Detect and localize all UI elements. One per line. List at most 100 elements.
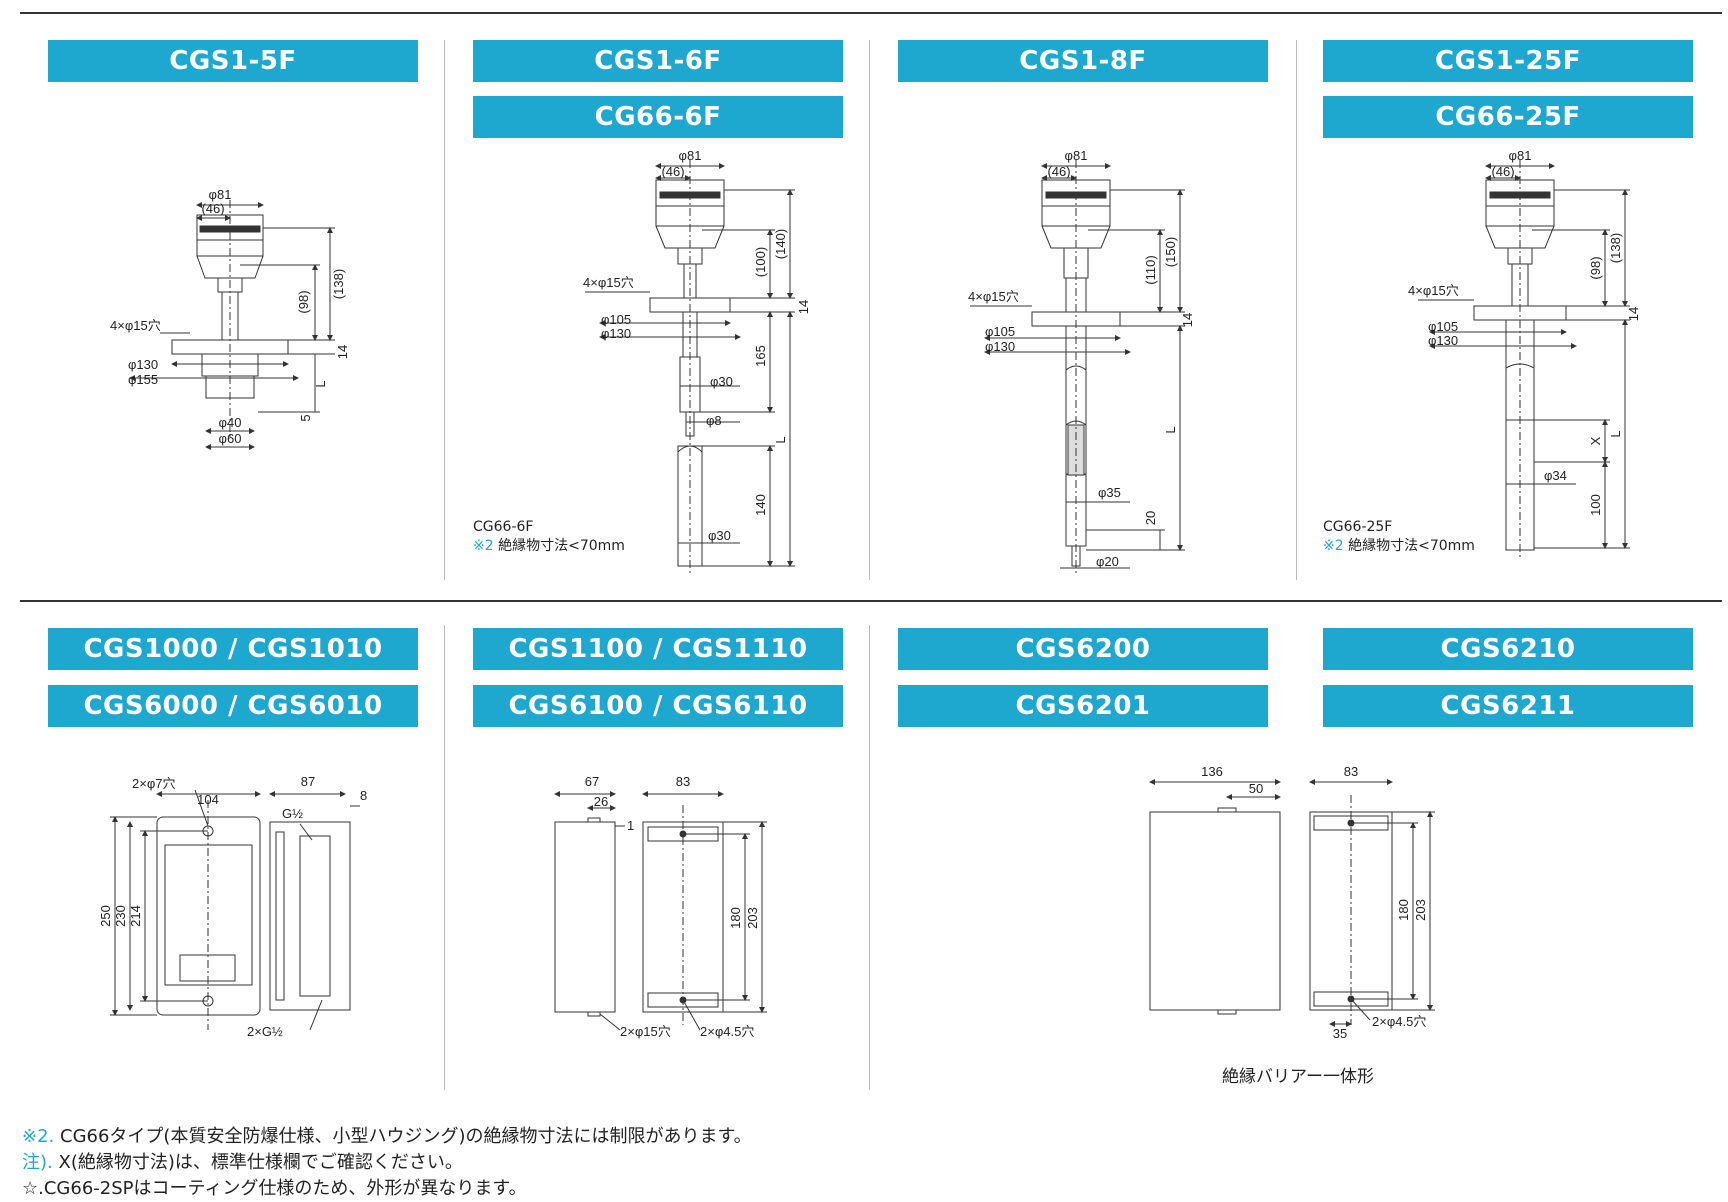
model-header-cgs6201: CGS6201 xyxy=(898,685,1268,727)
svg-text:φ105: φ105 xyxy=(985,324,1015,339)
model-header-cgs6000: CGS6000 / CGS6010 xyxy=(48,685,418,727)
svg-text:104: 104 xyxy=(197,792,219,807)
svg-text:φ130: φ130 xyxy=(1428,333,1458,348)
note-mark: ※2 xyxy=(1323,538,1344,554)
svg-text:140: 140 xyxy=(753,494,768,516)
column-divider xyxy=(444,625,445,1090)
drawing-cgs1100 xyxy=(554,791,767,1031)
dimension-labels-3: φ81 (46) (110) (150) 4×φ15穴 φ105 φ130 14… xyxy=(968,148,1195,569)
svg-text:87: 87 xyxy=(301,774,315,789)
svg-text:(110): (110) xyxy=(1143,255,1158,284)
svg-text:φ40: φ40 xyxy=(219,415,242,430)
svg-text:φ34: φ34 xyxy=(1544,468,1567,483)
svg-text:8: 8 xyxy=(360,788,367,803)
footnote-1: ※2. CG66タイプ(本質安全防爆仕様、小型ハウジング)の絶縁物寸法には制限が… xyxy=(22,1122,752,1148)
footnote-text: CG66-2SPはコーティング仕様のため、外形が異なります。 xyxy=(43,1178,527,1199)
svg-text:(100): (100) xyxy=(753,247,768,277)
drawing-cgs1-5f xyxy=(129,200,335,450)
svg-text:2×φ15穴: 2×φ15穴 xyxy=(620,1024,671,1039)
dimension-labels-b2: 67 26 1 83 180 203 2×φ15穴 2×φ4.5穴 xyxy=(585,774,760,1039)
dimension-labels-2: φ81 (46) (100) (140) 4×φ15穴 φ105 φ130 14… xyxy=(583,148,811,543)
footnote-mark: 注). xyxy=(22,1152,53,1173)
dimension-labels-4: φ81 (46) (98) (138) 4×φ15穴 φ105 φ130 14 … xyxy=(1408,148,1641,516)
svg-text:φ130: φ130 xyxy=(128,357,158,372)
model-header-cgs1-25f: CGS1-25F xyxy=(1323,40,1693,82)
model-header-cgs6211: CGS6211 xyxy=(1323,685,1693,727)
svg-text:14: 14 xyxy=(335,345,350,359)
svg-text:83: 83 xyxy=(676,774,690,789)
svg-text:180: 180 xyxy=(1396,899,1411,921)
svg-text:4×φ15穴: 4×φ15穴 xyxy=(583,275,634,290)
svg-text:(98): (98) xyxy=(296,290,311,313)
svg-text:2×G½: 2×G½ xyxy=(247,1024,283,1039)
svg-text:203: 203 xyxy=(745,907,760,929)
footnote-2: 注). X(絶縁物寸法)は、標準仕様欄でご確認ください。 xyxy=(22,1148,463,1174)
svg-text:φ105: φ105 xyxy=(1428,319,1458,334)
svg-text:14: 14 xyxy=(1180,313,1195,327)
svg-text:180: 180 xyxy=(728,907,743,929)
svg-text:(98): (98) xyxy=(1588,256,1603,279)
caption-model: CG66-25F xyxy=(1323,519,1393,535)
svg-text:φ130: φ130 xyxy=(601,326,631,341)
svg-text:(138): (138) xyxy=(1608,233,1623,263)
footnote-text: CG66タイプ(本質安全防爆仕様、小型ハウジング)の絶縁物寸法には制限があります… xyxy=(60,1126,752,1147)
caption-cg66-25f: CG66-25F ※2 絶縁物寸法<70mm xyxy=(1323,518,1475,556)
svg-text:(46): (46) xyxy=(201,201,224,216)
caption-model: CG66-6F xyxy=(473,519,534,535)
svg-text:50: 50 xyxy=(1249,781,1263,796)
svg-text:250: 250 xyxy=(98,905,113,927)
svg-text:φ30: φ30 xyxy=(708,528,731,543)
footnote-mark: ☆. xyxy=(22,1178,44,1199)
model-header-cgs1000: CGS1000 / CGS1010 xyxy=(48,628,418,670)
svg-text:X: X xyxy=(1588,436,1603,445)
drawing-cgs1-8f xyxy=(970,160,1185,575)
svg-text:4×φ15穴: 4×φ15穴 xyxy=(968,289,1019,304)
svg-text:230: 230 xyxy=(113,905,128,927)
svg-text:4×φ15穴: 4×φ15穴 xyxy=(1408,283,1459,298)
footnote-text: X(絶縁物寸法)は、標準仕様欄でご確認ください。 xyxy=(58,1152,463,1173)
svg-text:165: 165 xyxy=(753,345,768,367)
model-header-cg66-6f: CG66-6F xyxy=(473,96,843,138)
svg-text:136: 136 xyxy=(1201,764,1223,779)
note-mark: ※2 xyxy=(473,538,494,554)
model-header-cgs1-6f: CGS1-6F xyxy=(473,40,843,82)
svg-text:(150): (150) xyxy=(1163,237,1178,267)
column-divider xyxy=(444,40,445,580)
model-header-cgs1-5f: CGS1-5F xyxy=(48,40,418,82)
svg-text:L: L xyxy=(1608,430,1623,437)
svg-text:φ20: φ20 xyxy=(1096,554,1119,569)
svg-text:5: 5 xyxy=(298,414,313,421)
svg-text:26: 26 xyxy=(594,794,608,809)
model-header-cgs6100: CGS6100 / CGS6110 xyxy=(473,685,843,727)
svg-text:L: L xyxy=(313,380,328,387)
drawing-cgs1-25f xyxy=(1418,160,1630,560)
svg-text:(46): (46) xyxy=(661,164,684,179)
svg-text:φ81: φ81 xyxy=(209,187,232,202)
drawing-cgs1000 xyxy=(110,789,360,1031)
svg-text:G½: G½ xyxy=(282,806,303,821)
svg-text:2×φ4.5穴: 2×φ4.5穴 xyxy=(1372,1014,1426,1029)
svg-text:φ105: φ105 xyxy=(601,312,631,327)
top-rule xyxy=(20,12,1722,14)
svg-text:φ8: φ8 xyxy=(706,413,722,428)
dimension-labels-1: φ81 (46) (138) (98) 4×φ15穴 φ130 φ155 14 … xyxy=(110,187,350,446)
svg-text:4×φ15穴: 4×φ15穴 xyxy=(110,318,161,333)
svg-text:2×φ4.5穴: 2×φ4.5穴 xyxy=(700,1024,754,1039)
model-header-cgs1100: CGS1100 / CGS1110 xyxy=(473,628,843,670)
svg-text:φ60: φ60 xyxy=(219,431,242,446)
model-header-cgs1-8f: CGS1-8F xyxy=(898,40,1268,82)
column-divider xyxy=(869,40,870,580)
svg-text:100: 100 xyxy=(1588,494,1603,516)
svg-text:φ155: φ155 xyxy=(128,372,158,387)
svg-text:14: 14 xyxy=(1626,307,1641,321)
svg-text:14: 14 xyxy=(796,300,811,314)
svg-text:35: 35 xyxy=(1333,1026,1347,1041)
model-header-cg66-25f: CG66-25F xyxy=(1323,96,1693,138)
svg-text:(140): (140) xyxy=(773,229,788,259)
svg-text:20: 20 xyxy=(1143,511,1158,525)
footnote-mark: ※2. xyxy=(22,1126,55,1147)
caption-barrier: 絶縁バリアー一体形 xyxy=(1222,1067,1374,1087)
model-header-cgs6210: CGS6210 xyxy=(1323,628,1693,670)
svg-text:L: L xyxy=(1163,426,1178,433)
